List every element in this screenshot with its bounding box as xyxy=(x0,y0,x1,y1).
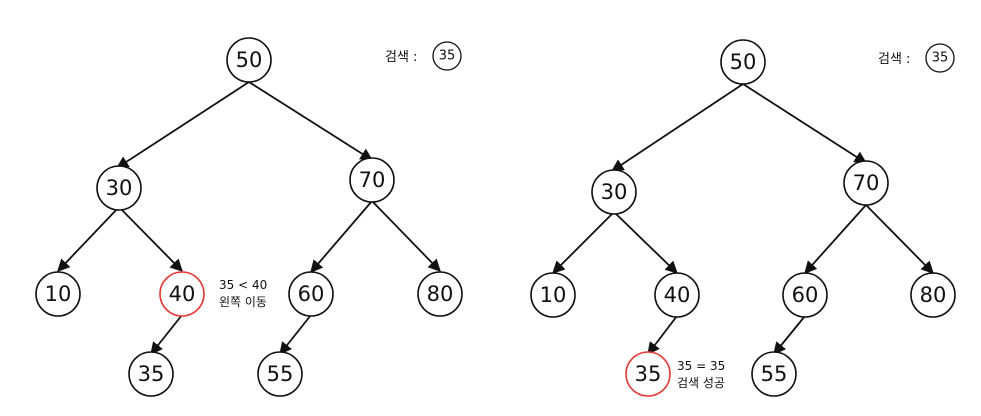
node-80: 80 xyxy=(417,271,463,317)
node-60: 60 xyxy=(288,271,334,317)
node-label: 35 xyxy=(635,362,662,386)
node-label: 55 xyxy=(761,362,788,386)
node-35: 35 xyxy=(128,351,174,397)
annotation-line2: 검색 성공 xyxy=(677,376,725,390)
edge-30-10 xyxy=(57,206,120,272)
node-label: 60 xyxy=(298,282,325,306)
edge-70-80 xyxy=(371,200,441,272)
node-30: 30 xyxy=(591,169,637,215)
node-label: 50 xyxy=(730,50,757,74)
node-70: 70 xyxy=(843,160,889,206)
edge-50-70 xyxy=(742,83,868,164)
edge-70-60 xyxy=(804,204,867,274)
node-40: 40 xyxy=(654,272,700,318)
edge-70-60 xyxy=(310,200,373,273)
panel-left: 50 30 70 10 40 60 80 35 xyxy=(35,37,463,397)
edge-50-30 xyxy=(115,81,250,169)
annotation-line2: 왼쪽 이동 xyxy=(219,295,267,309)
edge-50-30 xyxy=(610,83,744,172)
annotation-line1: 35 = 35 xyxy=(677,359,725,373)
search-indicator: 검색 : 35 xyxy=(878,43,955,73)
node-40-highlighted: 40 xyxy=(159,271,205,317)
node-label: 60 xyxy=(792,283,819,307)
annotation-line1: 35 < 40 xyxy=(219,278,267,292)
node-80: 80 xyxy=(910,272,956,318)
node-35-highlighted: 35 xyxy=(625,351,671,397)
node-55: 55 xyxy=(257,351,303,397)
edge-70-80 xyxy=(865,204,934,274)
search-label: 검색 : xyxy=(878,52,910,67)
node-label: 70 xyxy=(853,171,880,195)
node-label: 55 xyxy=(267,362,294,386)
search-value: 35 xyxy=(932,51,949,66)
edge-30-40 xyxy=(613,211,678,274)
edge-50-70 xyxy=(248,81,374,161)
node-30: 30 xyxy=(96,165,142,211)
comparison-annotation: 35 = 35 검색 성공 xyxy=(677,359,725,390)
edge-60-55 xyxy=(773,315,806,355)
edges xyxy=(57,81,441,355)
node-10: 10 xyxy=(530,272,576,318)
node-label: 30 xyxy=(601,180,628,204)
node-label: 80 xyxy=(427,282,454,306)
search-indicator: 검색 : 35 xyxy=(385,41,462,71)
node-label: 80 xyxy=(920,283,947,307)
edges xyxy=(552,83,934,356)
search-value: 35 xyxy=(439,49,456,64)
node-70: 70 xyxy=(349,157,395,203)
node-label: 10 xyxy=(540,283,567,307)
node-label: 70 xyxy=(359,168,386,192)
edge-40-35 xyxy=(150,314,183,355)
comparison-annotation: 35 < 40 왼쪽 이동 xyxy=(219,278,267,309)
node-label: 35 xyxy=(138,362,165,386)
node-50: 50 xyxy=(226,37,272,83)
edge-30-40 xyxy=(118,206,183,272)
node-label: 40 xyxy=(664,283,691,307)
edge-60-55 xyxy=(279,314,312,355)
panel-right: 50 30 70 10 40 60 80 35 xyxy=(530,39,956,397)
node-label: 40 xyxy=(169,282,196,306)
node-55: 55 xyxy=(751,351,797,397)
edge-40-35 xyxy=(647,315,678,356)
edge-30-10 xyxy=(552,211,615,274)
node-label: 50 xyxy=(236,48,263,72)
search-label: 검색 : xyxy=(385,50,417,65)
node-50: 50 xyxy=(720,39,766,85)
node-60: 60 xyxy=(782,272,828,318)
node-label: 30 xyxy=(106,176,133,200)
node-label: 10 xyxy=(45,282,72,306)
node-10: 10 xyxy=(35,271,81,317)
